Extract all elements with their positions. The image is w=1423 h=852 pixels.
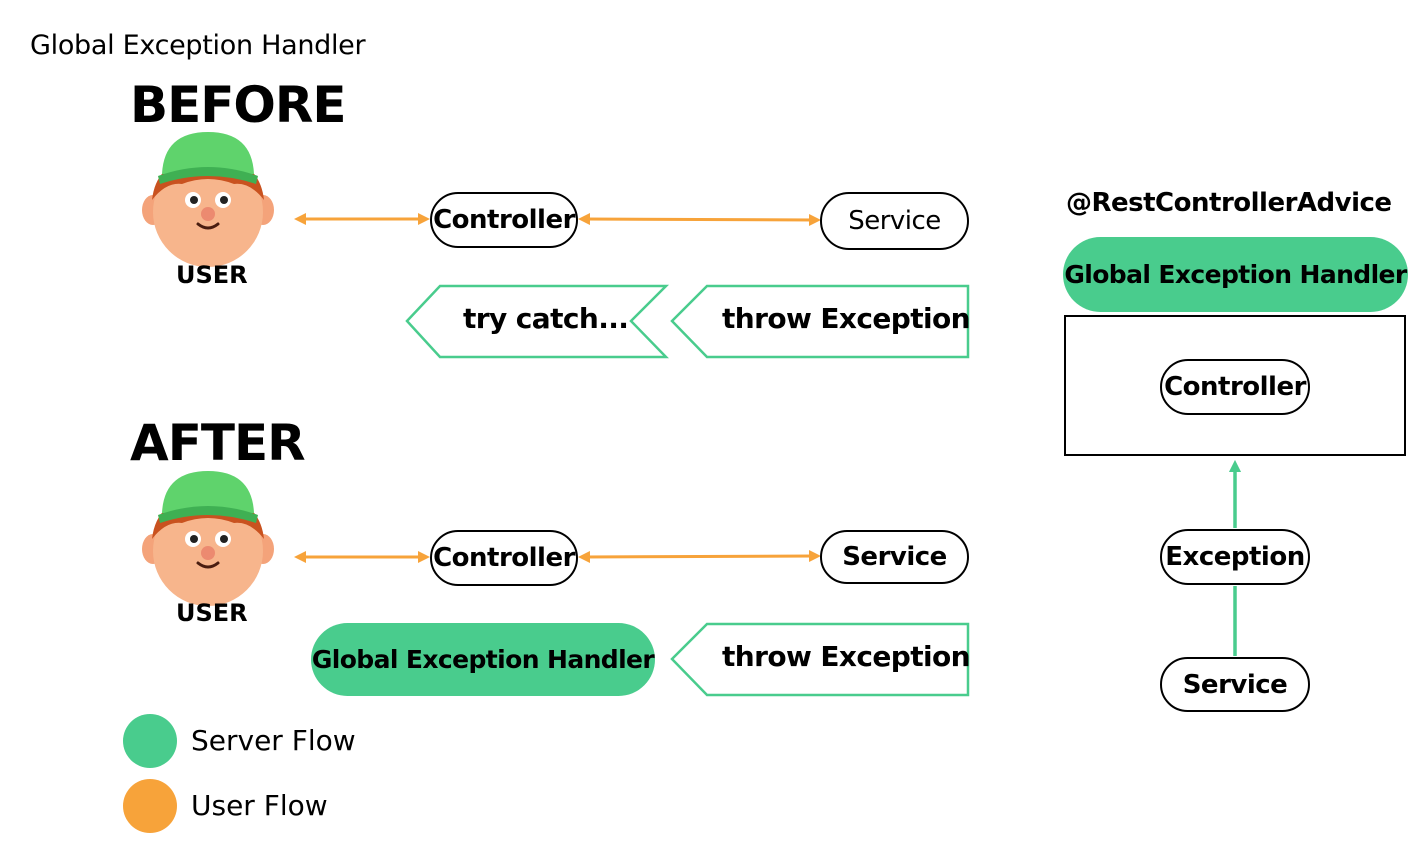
try-catch-tag bbox=[405, 284, 670, 359]
controller-node-after: Controller bbox=[430, 530, 578, 586]
after-heading: AFTER bbox=[130, 414, 306, 472]
service-node-before: Service bbox=[820, 192, 969, 250]
before-heading: BEFORE bbox=[130, 76, 347, 134]
global-exception-handler-after: Global Exception Handler bbox=[311, 623, 655, 696]
exception-node-panel: Exception bbox=[1160, 529, 1310, 585]
legend-server-flow-label: Server Flow bbox=[191, 724, 356, 757]
rest-controller-advice-label: @RestControllerAdvice bbox=[1066, 188, 1392, 218]
throw-exception-tag-after bbox=[670, 622, 970, 697]
global-exception-handler-panel: Global Exception Handler bbox=[1063, 237, 1408, 312]
arrow-controller-service-after bbox=[578, 550, 821, 563]
controller-advice-frame bbox=[1064, 315, 1406, 456]
throw-exception-label-after: throw Exception bbox=[722, 640, 971, 673]
legend-user-flow-swatch bbox=[123, 779, 177, 833]
service-node-after: Service bbox=[820, 530, 969, 584]
legend-user-flow-label: User Flow bbox=[191, 789, 328, 822]
legend-server-flow-swatch bbox=[123, 714, 177, 768]
throw-exception-tag-before bbox=[670, 284, 970, 359]
user-avatar-after bbox=[140, 469, 276, 608]
user-avatar-before bbox=[140, 130, 276, 269]
arrow-controller-service-before bbox=[578, 213, 821, 226]
controller-node-panel: Controller bbox=[1160, 359, 1310, 415]
user-label-after: USER bbox=[176, 599, 248, 627]
controller-node-before: Controller bbox=[430, 192, 578, 248]
try-catch-label: try catch... bbox=[463, 302, 629, 335]
user-label-before: USER bbox=[176, 261, 248, 289]
service-node-panel: Service bbox=[1160, 657, 1310, 712]
diagram-title: Global Exception Handler bbox=[30, 30, 366, 61]
throw-exception-label-before: throw Exception bbox=[722, 302, 971, 335]
